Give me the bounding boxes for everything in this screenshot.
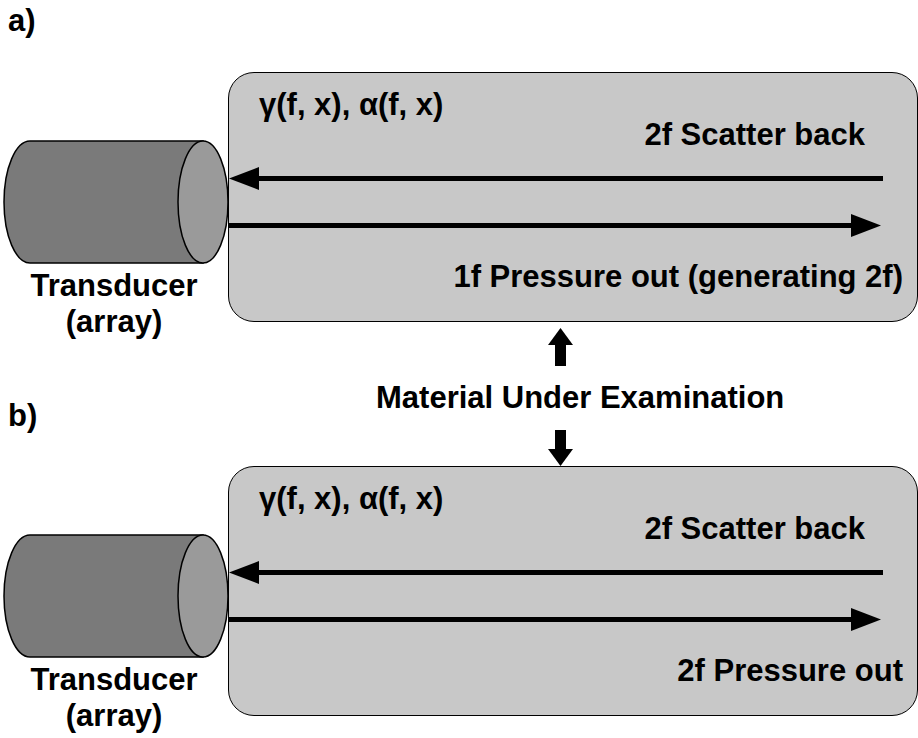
parameter-label: γ(f, x), α(f, x) — [259, 87, 443, 123]
panel-label: b) — [8, 398, 37, 434]
transducer-label: Transducer (array) — [0, 268, 234, 340]
up-arrow — [548, 328, 573, 366]
parameter-label: γ(f, x), α(f, x) — [259, 481, 443, 517]
material-label: Material Under Examination — [376, 380, 784, 416]
transducer: Transducer (array) — [0, 140, 232, 264]
panel-label: a) — [8, 3, 36, 39]
wave-label: 1f Pressure out (generating 2f) — [453, 259, 903, 295]
material-box: γ(f, x), α(f, x) 2f Scatter back 2f Pressu… — [228, 466, 918, 716]
transducer-label: Transducer (array) — [0, 662, 234, 734]
transducer: Transducer (array) — [0, 534, 232, 658]
wave-label: 2f Pressure out — [677, 653, 903, 689]
transducer-cylinder — [0, 534, 232, 658]
wave-label: 2f Scatter back — [644, 117, 865, 153]
transducer-cylinder — [0, 140, 232, 264]
material-box: γ(f, x), α(f, x) 2f Scatter back 1f Pressu… — [228, 72, 918, 322]
down-arrow — [548, 430, 573, 466]
wave-label: 2f Scatter back — [644, 511, 865, 547]
